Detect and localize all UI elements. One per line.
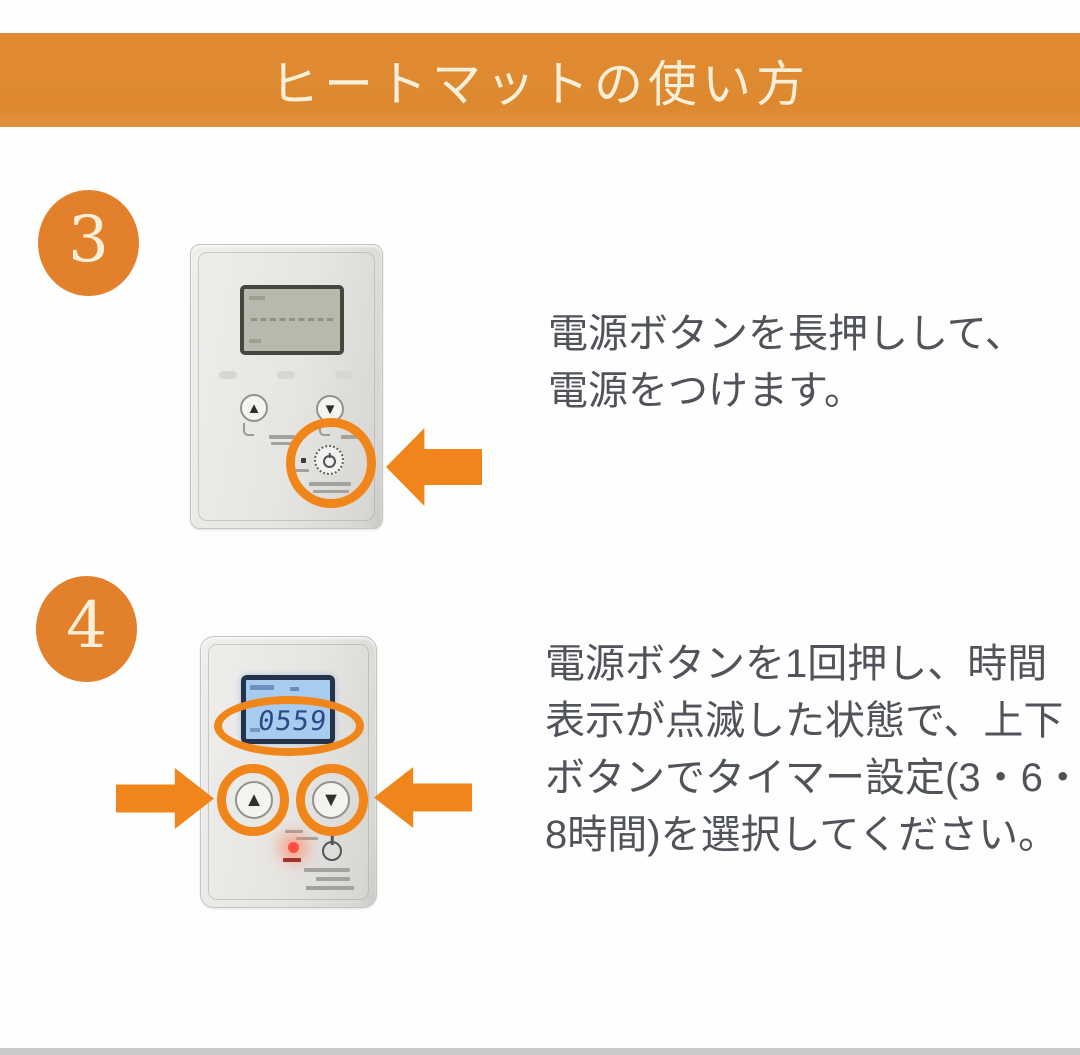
step-3-badge: 3	[38, 190, 139, 296]
step-4-instruction: 電源ボタンを1回押し、時間 表示が点滅した状態で、上下 ボタンでタイマー設定(3…	[545, 636, 1080, 864]
panel-indent	[219, 371, 237, 379]
micro-label	[306, 886, 354, 890]
lcd-segment-mark	[290, 687, 299, 691]
instruction-line: ボタンでタイマー設定(3・6・	[545, 756, 1080, 800]
lcd-dash-line	[250, 317, 334, 321]
step-4-badge: 4	[36, 576, 137, 682]
lcd-screen-off	[240, 285, 344, 355]
lcd-segment-mark	[249, 296, 265, 300]
micro-label	[316, 877, 350, 881]
lcd-segment-mark	[250, 685, 274, 690]
lcd-segment-mark	[249, 339, 261, 343]
footer-divider	[0, 1048, 1080, 1055]
remote-seam	[208, 644, 369, 900]
micro-label	[304, 868, 350, 872]
micro-label	[285, 830, 303, 833]
micro-label	[296, 837, 318, 840]
instruction-line: 8時間)を選択してください。	[545, 813, 1059, 857]
remote-seam	[198, 252, 375, 521]
title-banner: ヒートマットの使い方	[0, 33, 1080, 127]
instruction-line: 電源ボタンを長押しして、	[548, 312, 1025, 356]
step-3-instruction: 電源ボタンを長押しして、 電源をつけます。	[548, 306, 1025, 420]
down-arrow-icon: ▼	[322, 400, 338, 418]
highlight-ring-power	[286, 418, 376, 508]
arrow-left-icon	[374, 767, 472, 828]
up-arrow-icon: ▲	[246, 399, 262, 417]
up-button: ▲	[240, 394, 268, 422]
instruction-line: 表示が点滅した状態で、上下	[545, 699, 1064, 743]
indicator-label	[283, 858, 301, 862]
panel-indent	[277, 371, 295, 379]
instruction-line: 電源をつけます。	[548, 369, 864, 413]
step-3-number: 3	[68, 203, 109, 277]
button-stem-mark	[243, 423, 254, 436]
step-4-number: 4	[66, 589, 107, 663]
instruction-line: 電源ボタンを1回押し、時間	[545, 642, 1048, 686]
micro-label	[271, 442, 291, 445]
highlight-ellipse-timer	[214, 696, 364, 756]
micro-label	[269, 435, 295, 439]
highlight-ring-down-button	[296, 764, 368, 836]
highlight-ring-up-button	[217, 764, 289, 836]
page-title: ヒートマットの使い方	[269, 55, 810, 113]
panel-indent	[335, 371, 353, 379]
arrow-left-icon	[386, 428, 482, 506]
power-icon	[322, 841, 342, 861]
power-indicator-light	[288, 842, 299, 853]
remote-photo-step-3: ▲ ▼	[190, 244, 383, 529]
